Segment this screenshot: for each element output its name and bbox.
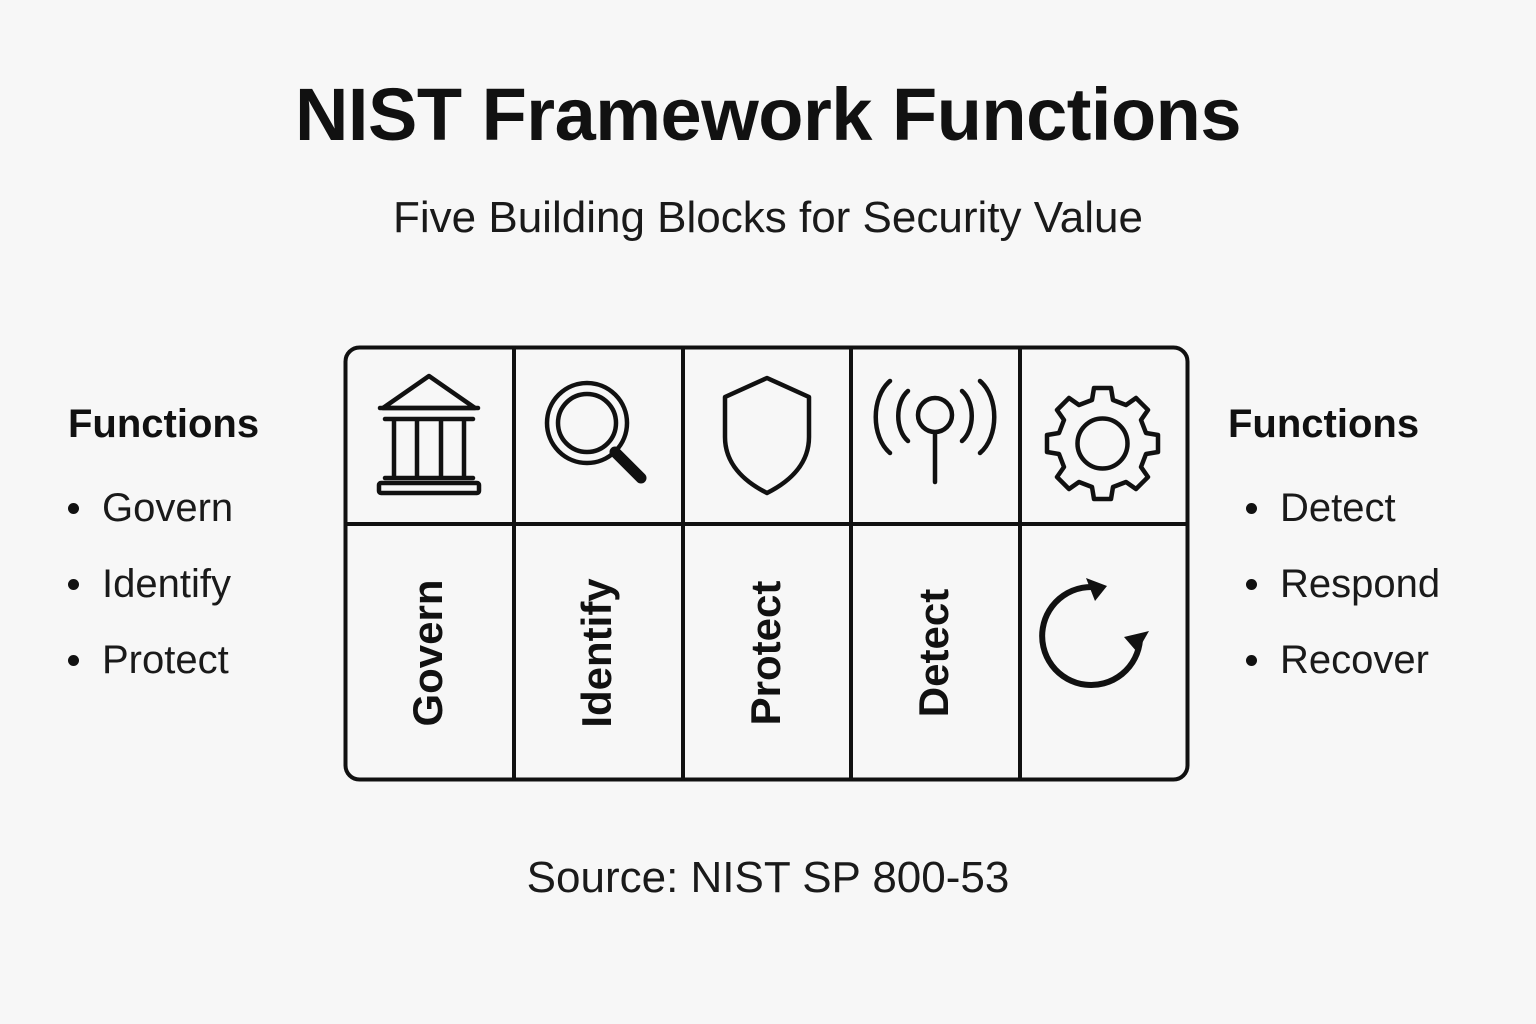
bank-icon bbox=[376, 373, 482, 496]
antenna-wave-left-outer bbox=[873, 378, 893, 456]
list-item-label: Govern bbox=[102, 486, 234, 530]
grid-svg bbox=[343, 345, 1190, 782]
grid-label-protect: Protect bbox=[742, 580, 789, 726]
magnifier-icon bbox=[544, 380, 647, 484]
list-item: Respond bbox=[1228, 564, 1528, 604]
circular-arrow-head-top bbox=[1086, 578, 1107, 601]
gear-center-hole bbox=[1075, 416, 1130, 471]
list-item: Detect bbox=[1228, 488, 1528, 528]
left-panel-heading: Functions bbox=[68, 402, 260, 446]
shield-outline bbox=[722, 375, 812, 496]
list-item-label: Protect bbox=[102, 638, 229, 682]
framework-grid: Govern Identify Protect Detect bbox=[343, 345, 1190, 782]
circular-arrow-icon bbox=[1039, 578, 1149, 688]
page-title: NIST Framework Functions bbox=[294, 73, 1242, 156]
list-item: Identify bbox=[50, 564, 350, 604]
antenna-wave-left-inner bbox=[896, 388, 911, 444]
right-functions-panel: Functions Detect Respond Recover bbox=[1228, 404, 1528, 680]
bullet-dot-icon bbox=[1246, 655, 1257, 666]
gear-teeth bbox=[1044, 385, 1161, 502]
bullet-dot-icon bbox=[1246, 503, 1257, 514]
bullet-dot-icon bbox=[68, 579, 79, 590]
list-item: Govern bbox=[50, 488, 350, 528]
grid-label-identify: Identify bbox=[573, 578, 620, 728]
list-item-label: Detect bbox=[1280, 486, 1396, 530]
bank-base-plinth bbox=[376, 480, 482, 496]
magnifier-lens-inner bbox=[555, 391, 619, 455]
circular-arrow-head-bottom bbox=[1124, 631, 1149, 652]
list-item-label: Recover bbox=[1280, 638, 1429, 682]
bank-pediment bbox=[380, 373, 478, 411]
magnifier-handle bbox=[609, 446, 647, 484]
bullet-dot-icon bbox=[68, 503, 79, 514]
shield-icon bbox=[722, 375, 812, 496]
list-item-label: Respond bbox=[1280, 562, 1441, 606]
left-function-list: Govern Identify Protect bbox=[50, 488, 350, 680]
gear-icon bbox=[1044, 385, 1161, 502]
page-subtitle: Five Building Blocks for Security Value bbox=[393, 193, 1143, 242]
list-item-label: Identify bbox=[102, 562, 231, 606]
grid-outer-border bbox=[343, 345, 1190, 782]
left-functions-panel: Functions Govern Identify Protect bbox=[50, 404, 350, 680]
magnifier-lens-outer bbox=[544, 380, 630, 466]
circular-arrow-path bbox=[1039, 584, 1143, 688]
grid-label-detect: Detect bbox=[910, 588, 957, 718]
antenna-wave-right-outer bbox=[977, 378, 997, 456]
antenna-wave-right-inner bbox=[959, 388, 974, 444]
bullet-dot-icon bbox=[1246, 579, 1257, 590]
right-function-list: Detect Respond Recover bbox=[1228, 488, 1528, 680]
bullet-dot-icon bbox=[68, 655, 79, 666]
source-caption: Source: NIST SP 800-53 bbox=[526, 853, 1010, 902]
list-item: Protect bbox=[50, 640, 350, 680]
antenna-node bbox=[915, 395, 955, 435]
list-item: Recover bbox=[1228, 640, 1528, 680]
right-panel-heading: Functions bbox=[1228, 402, 1420, 446]
grid-label-govern: Govern bbox=[404, 579, 451, 727]
antenna-signal-icon bbox=[873, 378, 997, 485]
